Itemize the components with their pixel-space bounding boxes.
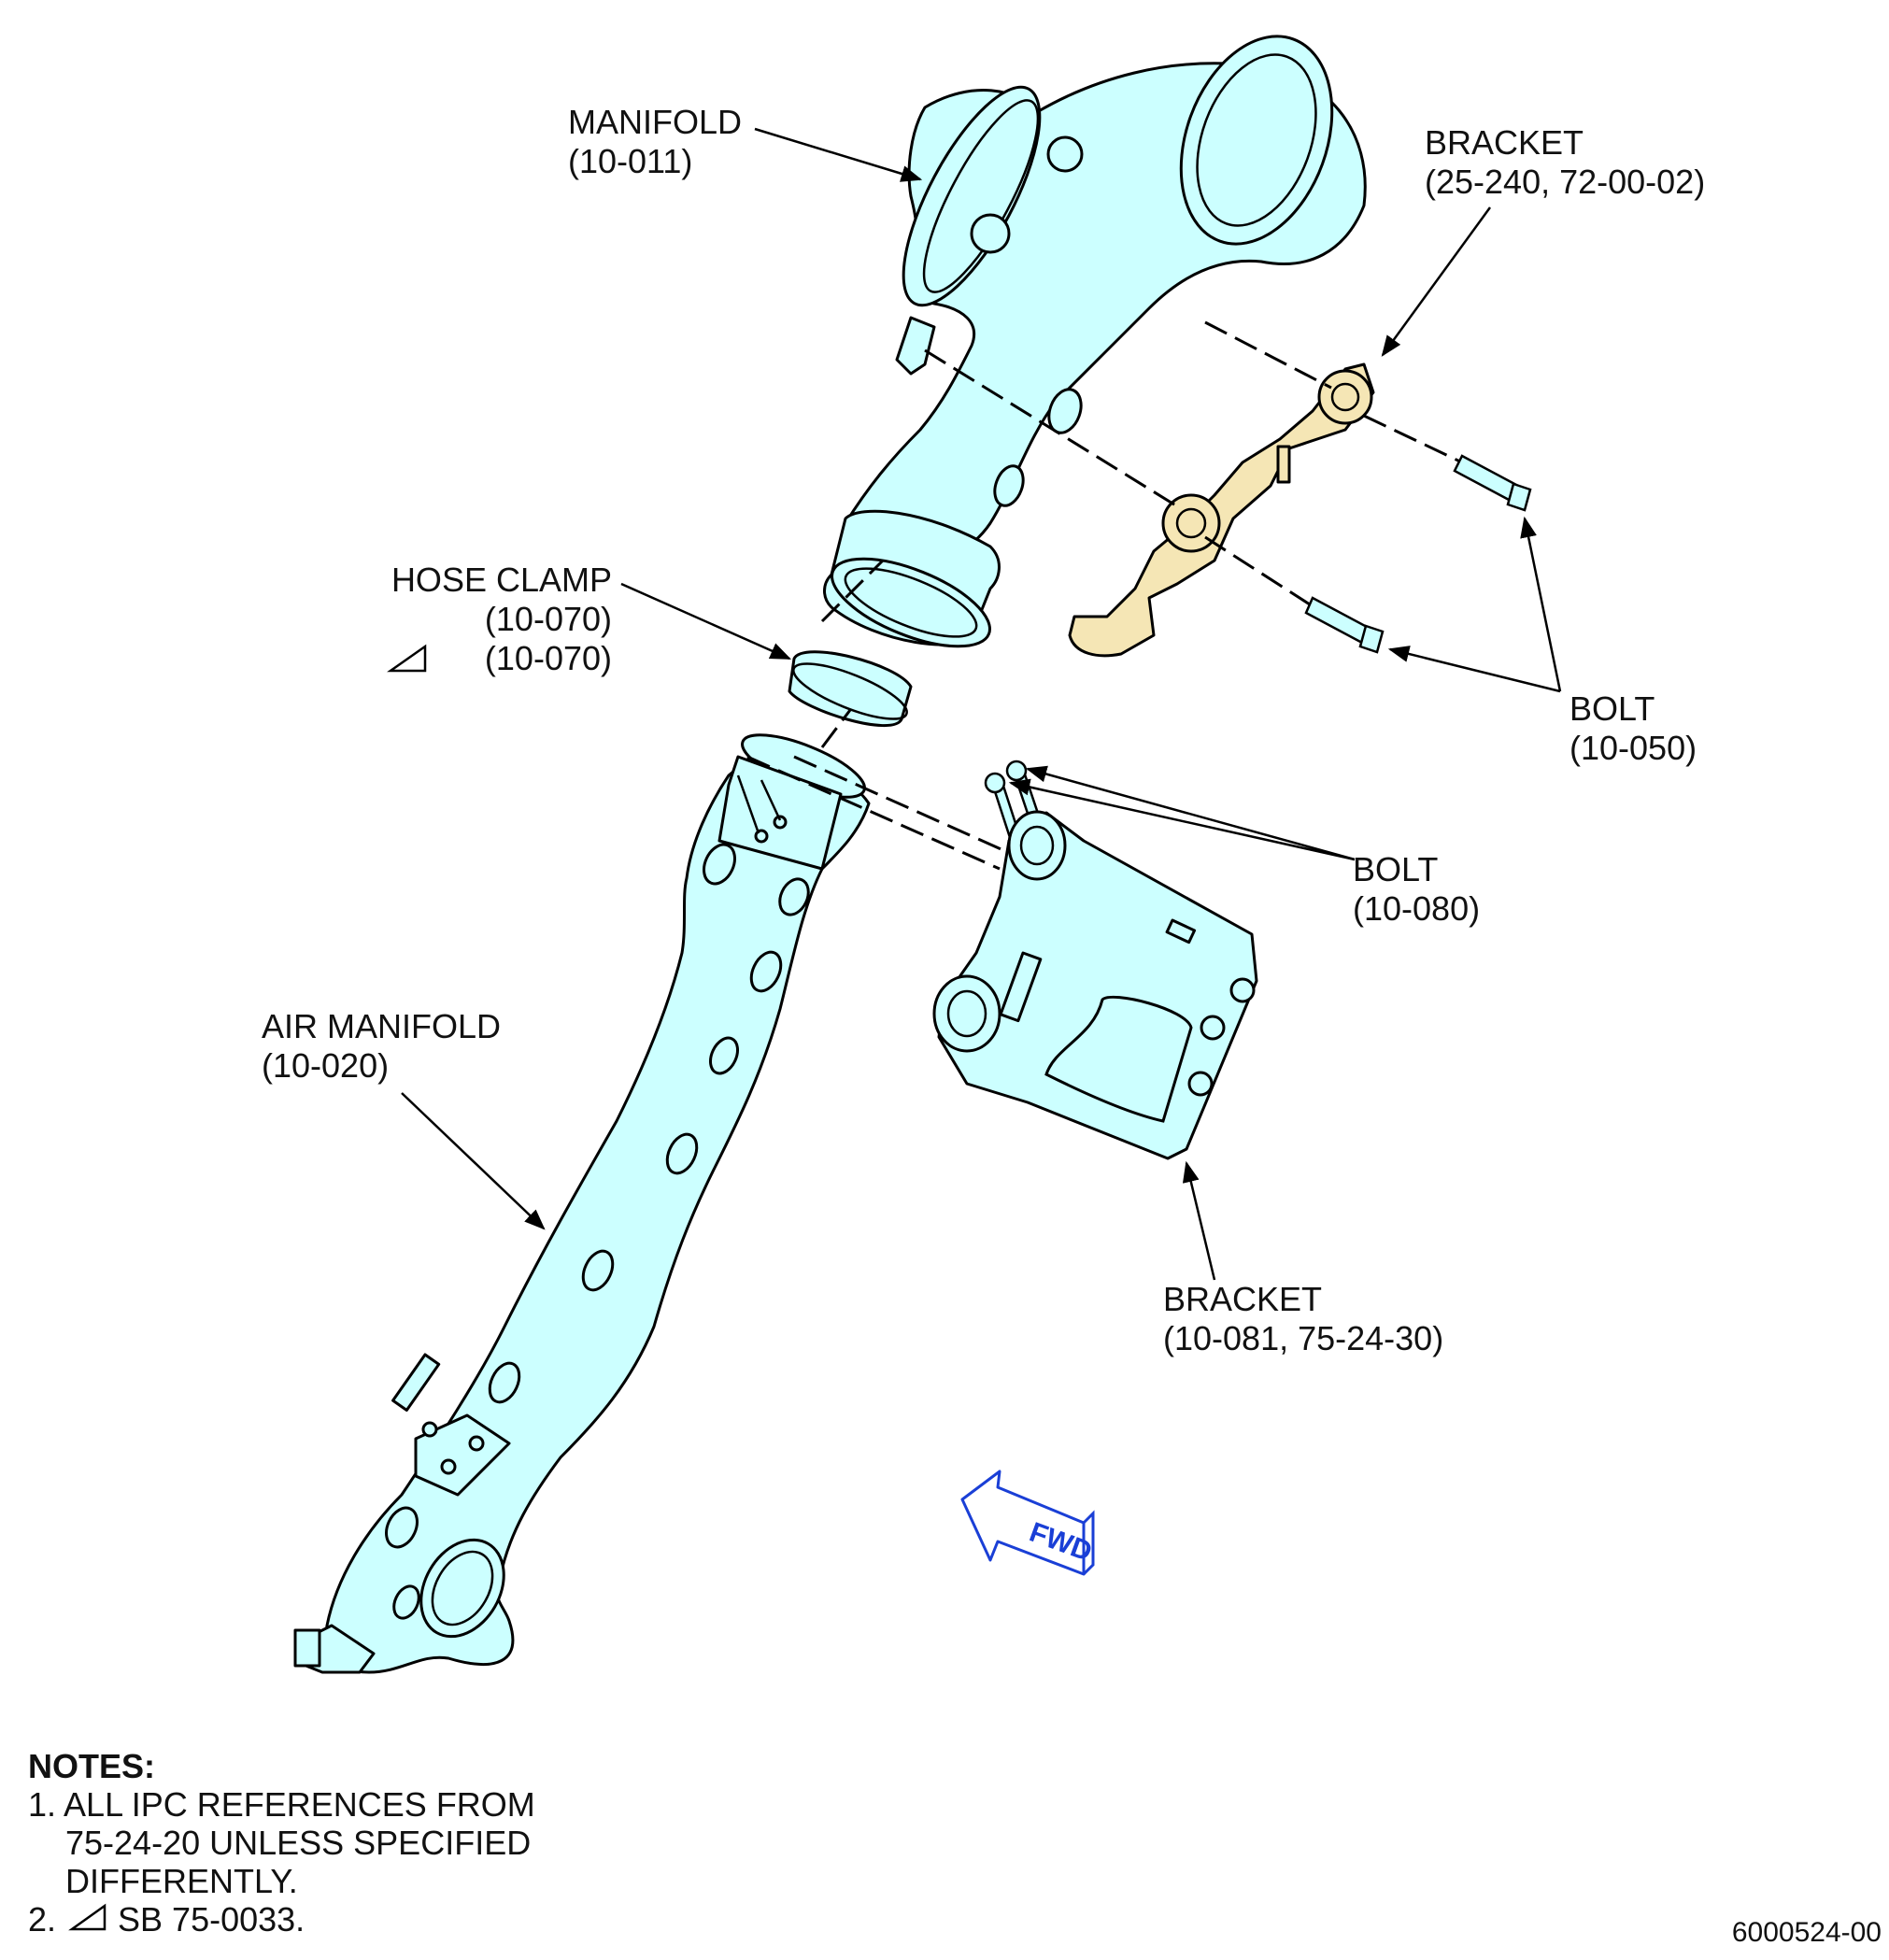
bracket-lower-name: BRACKET — [1163, 1280, 1323, 1318]
bolt-080-name: BOLT — [1353, 850, 1439, 888]
assembly-lines — [746, 320, 1463, 871]
note-item-1-line-3: DIFFERENTLY. — [65, 1862, 298, 1900]
bracket-lower-ref: (10-081, 75-24-30) — [1163, 1319, 1444, 1357]
note-item-2: 2. SB 75-0033. — [28, 1900, 535, 1939]
upper-bracket-part — [1068, 362, 1375, 658]
notes-sb-flag-icon — [68, 1903, 107, 1931]
bolt-080-ref: (10-080) — [1353, 889, 1481, 928]
bolts-10-050 — [1304, 454, 1532, 654]
air-manifold-part — [293, 733, 871, 1674]
sb-flag-icon — [387, 644, 427, 673]
manifold-ref: (10-011) — [568, 142, 693, 180]
hose-clamp-name: HOSE CLAMP — [391, 561, 612, 599]
bolt-050-ref: (10-050) — [1569, 729, 1697, 767]
notes-block: NOTES: 1. ALL IPC REFERENCES FROM 75-24-… — [28, 1747, 535, 1939]
bracket-lower-callout: BRACKET (10-081, 75-24-30) — [1163, 1280, 1443, 1358]
bolt-050-name: BOLT — [1569, 689, 1655, 728]
notes-heading: NOTES: — [28, 1747, 156, 1785]
note-item-1: 1. ALL IPC REFERENCES FROM — [28, 1785, 535, 1824]
bolt-050-callout: BOLT (10-050) — [1569, 689, 1697, 768]
note-item-2-number: 2. — [28, 1900, 57, 1939]
hose-clamp-callout: HOSE CLAMP (10-070) (10-070) — [383, 561, 612, 678]
bracket-upper-ref: (25-240, 72-00-02) — [1425, 163, 1706, 201]
hose-clamp-ref: (10-070) — [484, 600, 612, 638]
hose-clamp-part — [788, 650, 913, 728]
figure-number: 6000524-00 — [1731, 1917, 1882, 1948]
hose-clamp-ref-sb: (10-070) — [484, 639, 612, 677]
bolt-080-callout: BOLT (10-080) — [1353, 850, 1480, 929]
lower-bracket-part — [932, 810, 1258, 1160]
leader-lines — [401, 127, 1562, 1281]
note-item-1-line-2: 75-24-20 UNLESS SPECIFIED — [65, 1824, 532, 1862]
air-manifold-name: AIR MANIFOLD — [262, 1007, 502, 1045]
manifold-part — [823, 35, 1367, 648]
manifold-callout: MANIFOLD (10-011) — [568, 103, 742, 181]
bracket-upper-name: BRACKET — [1425, 123, 1584, 162]
note-item-2-text: SB 75-0033. — [118, 1900, 305, 1939]
fwd-arrow-icon: FWD — [960, 1470, 1096, 1576]
bracket-upper-callout: BRACKET (25-240, 72-00-02) — [1425, 123, 1705, 202]
air-manifold-ref: (10-020) — [262, 1046, 390, 1085]
air-manifold-callout: AIR MANIFOLD (10-020) — [262, 1007, 501, 1086]
manifold-name: MANIFOLD — [568, 103, 743, 141]
